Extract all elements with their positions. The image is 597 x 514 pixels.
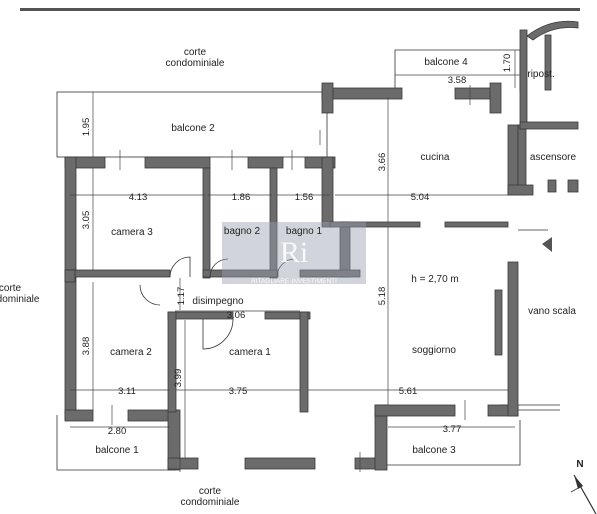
dim-195: 1.95	[81, 118, 92, 137]
wall-ripost-left	[519, 29, 528, 129]
wall-camera1-left-int	[167, 311, 177, 413]
label-bagno-1: bagno 1	[286, 226, 323, 237]
wall-kitchen-left	[321, 156, 334, 228]
wall-top-mid2	[247, 156, 284, 169]
label-corte-top-2: condominiale	[166, 58, 225, 69]
wall-ascensore-box	[517, 124, 527, 196]
dim-358: 3.58	[448, 75, 467, 86]
label-corte-left-1: corte	[0, 283, 22, 294]
door-arc-bagno1	[276, 258, 296, 278]
wall-ascensore-bottom	[507, 184, 534, 196]
watermark-box	[222, 222, 366, 284]
dim-518: 5.18	[377, 287, 388, 306]
north-arrow-icon: N	[570, 459, 597, 514]
dim-375: 3.75	[229, 386, 248, 397]
label-balcone-3: balcone 3	[412, 445, 456, 456]
wall-left-lower	[64, 269, 77, 421]
wall-soggiorno-bottom-l	[374, 404, 456, 417]
wall-bagno-bottom	[202, 269, 279, 278]
balcone-1-outline	[56, 415, 176, 471]
door-arc-camera1	[202, 318, 234, 350]
label-bagno-2: bagno 2	[224, 226, 261, 237]
watermark-text: RITAGLIARE-INVESTIMENTI	[251, 278, 337, 285]
top-border-line	[20, 8, 580, 11]
wall-disimpegno-bottom	[167, 311, 234, 320]
label-balcone-4: balcone 4	[424, 57, 468, 68]
wall-ascensore-right-stub	[547, 179, 557, 193]
label-camera-3: camera 3	[111, 227, 153, 238]
wall-ripost-inner	[544, 34, 552, 91]
wall-camera3-bottom	[64, 269, 171, 278]
label-camera-2: camera 2	[110, 347, 152, 358]
dim-504: 5.04	[411, 192, 430, 203]
door-arc-camera3	[169, 256, 191, 278]
door-arc-bagno2	[209, 258, 229, 278]
label-height: h = 2,70 m	[411, 274, 459, 285]
label-soggiorno: soggiorno	[412, 345, 456, 356]
wall-kitchen-top-post	[321, 82, 334, 114]
wall-bagno1-bottom	[299, 269, 361, 278]
label-ascensore: ascensore	[530, 152, 577, 163]
label-ripost: ripost.	[527, 69, 554, 80]
dim-156: 1.56	[295, 192, 314, 203]
label-camera-1: camera 1	[229, 347, 271, 358]
label-corte-top-1: corte	[184, 47, 207, 58]
dim-280: 2.80	[108, 426, 127, 437]
dim-366: 3.66	[377, 153, 388, 172]
dim-561: 5.61	[399, 386, 418, 397]
dim-311: 3.11	[118, 386, 136, 397]
wall-camera1-bottom-m	[244, 457, 316, 470]
dim-186: 1.86	[232, 192, 251, 203]
dim-399: 3.99	[173, 369, 184, 388]
label-corte-bottom-1: corte	[199, 486, 222, 497]
dim-117: 1.17	[176, 287, 187, 306]
wall-top-mid3	[304, 156, 336, 169]
wall-vano-scala-inner	[494, 289, 503, 356]
label-balcone-2: balcone 2	[171, 123, 215, 134]
dim-170: 1.70	[502, 54, 513, 73]
label-balcone-1: balcone 1	[95, 445, 139, 456]
wall-kitchen-partition	[329, 221, 421, 228]
label-cucina: cucina	[421, 152, 450, 163]
wall-ripost-bottom	[519, 121, 579, 130]
wall-camera1-bottom-l	[167, 457, 199, 470]
wall-kitchen-top-post-r	[489, 82, 502, 114]
wall-kitchen-top	[321, 87, 403, 100]
dim-388: 3.88	[81, 337, 92, 356]
wall-right-lower	[507, 261, 519, 417]
wall-right-upper	[507, 124, 519, 196]
label-vano-scala: vano scala	[528, 306, 576, 317]
label-corte-left-2: condominiale	[0, 294, 40, 305]
wall-bottom-left	[64, 409, 94, 422]
dim-305: 3.05	[81, 211, 92, 230]
door-arc-disimpegno	[139, 284, 161, 306]
dim-377: 3.77	[443, 424, 462, 435]
entrance-arrow-icon	[542, 237, 552, 252]
wall-camera2-top	[64, 269, 76, 283]
dim-413: 4.13	[129, 192, 148, 203]
wall-ripost-arc	[526, 20, 579, 41]
watermark-monogram: Ri	[280, 236, 308, 269]
wall-left-upper	[64, 156, 77, 278]
wall-camera1-top	[264, 311, 311, 320]
wall-bagno-divider	[269, 167, 278, 279]
wall-kitchen-partition-r	[444, 221, 509, 228]
north-label: N	[576, 459, 583, 470]
label-corte-bottom-2: condominiale	[181, 497, 240, 508]
wall-top-mid1	[144, 156, 211, 169]
label-disimpegno: disimpegno	[192, 296, 244, 307]
dim-306: 3.06	[227, 310, 246, 321]
wall-ascensore-right-stub2	[567, 179, 579, 193]
wall-bagno2-left	[202, 167, 211, 279]
wall-camera1-right	[299, 311, 309, 413]
